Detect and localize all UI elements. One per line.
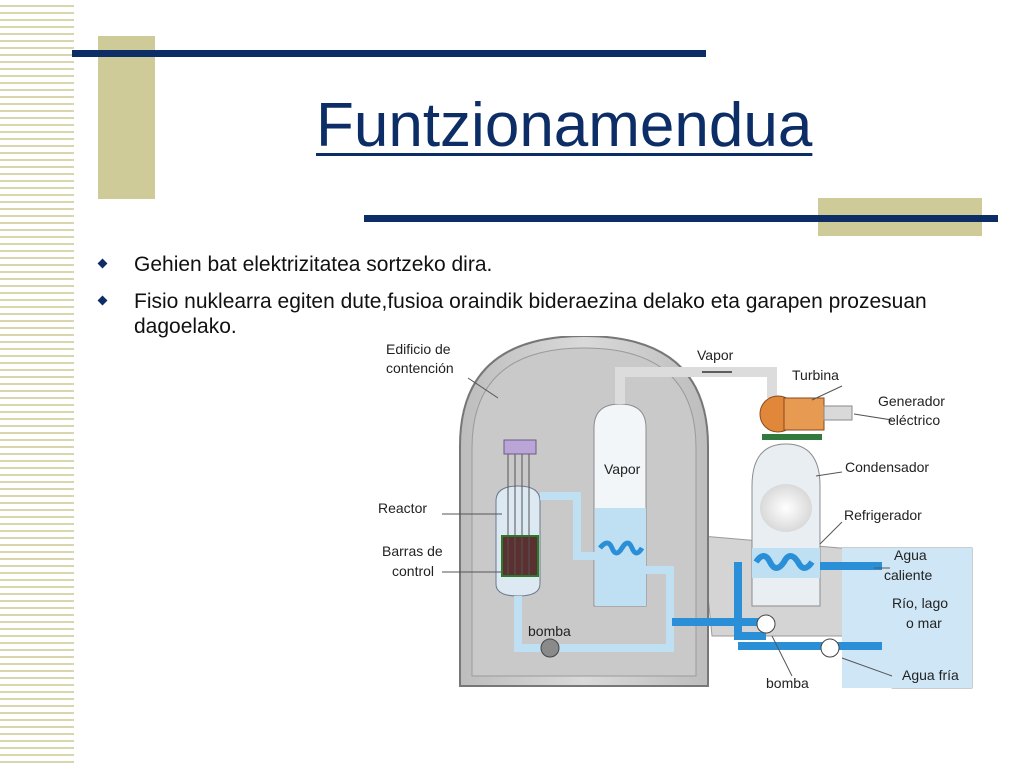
label-river-1: Río, lago (892, 595, 948, 611)
accent-block-top (98, 36, 155, 199)
label-pump-inner: bomba (528, 623, 571, 639)
river-area (701, 535, 973, 689)
label-refrigerator: Refrigerador (844, 507, 922, 523)
leader-lines (442, 377, 893, 677)
bullet-item: Fisio nuklearra egiten dute,fusioa orain… (96, 289, 996, 339)
label-cold-water: Agua fría (902, 667, 959, 683)
pump-outer-icon (756, 614, 776, 634)
label-pump-outer: bomba (766, 675, 809, 691)
reactor-vessel (495, 439, 541, 597)
label-vapor-inner: Vapor (604, 461, 641, 477)
condenser (751, 443, 821, 607)
bullet-diamond-icon (97, 258, 108, 269)
pump-inner-icon (540, 638, 560, 658)
label-vapor-top: Vapor (697, 347, 734, 363)
steam-line (615, 367, 777, 404)
turbine-generator (759, 395, 853, 440)
label-reactor: Reactor (378, 500, 427, 516)
label-turbine: Turbina (792, 367, 839, 383)
label-containment-2: contención (386, 360, 454, 376)
label-rods-2: control (392, 563, 434, 579)
top-rule (72, 50, 706, 57)
label-rods-1: Barras de (382, 543, 443, 559)
bullet-text: Gehien bat elektrizitatea sortzeko dira. (134, 253, 493, 276)
bottom-rule (364, 215, 998, 222)
slide-title: Funtzionamendua (316, 91, 813, 160)
bullet-text: Fisio nuklearra egiten dute,fusioa orain… (134, 290, 927, 338)
label-containment-1: Edificio de (386, 341, 451, 357)
bullet-item: Gehien bat elektrizitatea sortzeko dira. (96, 252, 996, 277)
label-condenser: Condensador (845, 459, 929, 475)
label-hot-water-2: caliente (884, 567, 932, 583)
label-river-2: o mar (906, 615, 942, 631)
label-generator-2: eléctrico (888, 412, 940, 428)
nuclear-plant-diagram: Edificio de contención Vapor Turbina Gen… (378, 336, 973, 691)
bullet-list: Gehien bat elektrizitatea sortzeko dira.… (96, 252, 996, 351)
pump-cold-icon (820, 638, 840, 658)
decorative-stripes (0, 0, 74, 768)
steam-generator (593, 403, 647, 607)
primary-loop (514, 492, 674, 652)
label-generator-1: Generador (878, 393, 945, 409)
label-hot-water-1: Agua (894, 547, 927, 563)
bullet-diamond-icon (97, 295, 108, 306)
